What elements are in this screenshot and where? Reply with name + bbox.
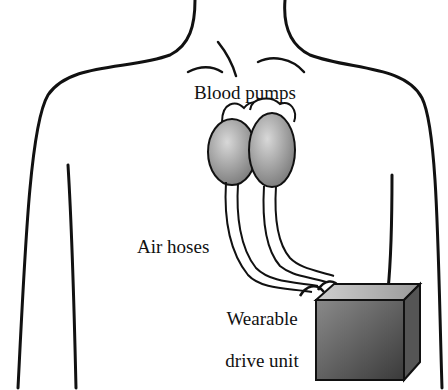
part-label: Wearable drive unit — [208, 298, 316, 382]
part-label: Air hoses — [137, 236, 209, 258]
part-label: Blood pumps — [194, 82, 296, 104]
body-outline — [18, 0, 442, 388]
air-hose-pair — [226, 182, 340, 296]
drive-unit-box — [316, 284, 420, 380]
blood-pump-pair — [208, 99, 295, 187]
